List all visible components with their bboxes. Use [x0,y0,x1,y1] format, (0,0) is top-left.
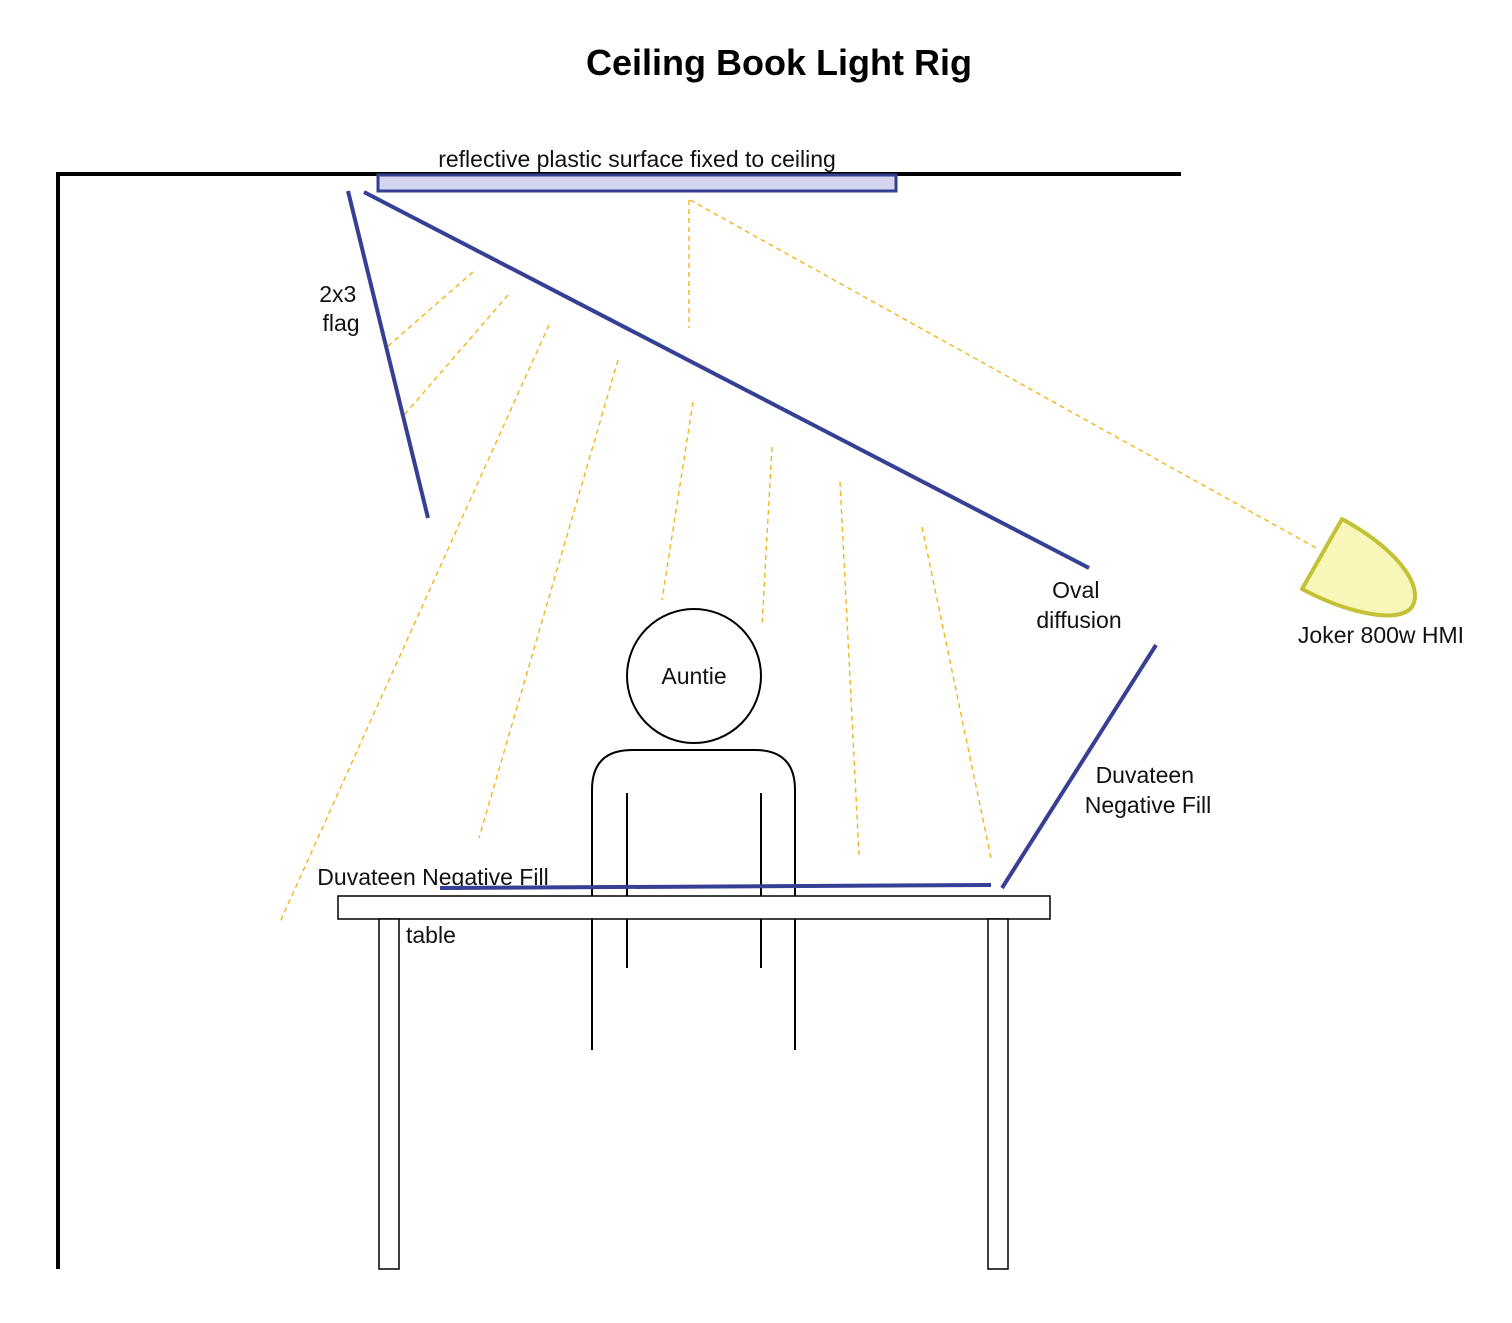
auntie-label: Auntie [661,663,726,689]
joker-lamp-label: Joker 800w HMI [1298,622,1464,648]
flag-label: 2x3 flag [319,281,362,336]
light-ray [279,324,550,923]
light-ray [689,199,1319,550]
reflector-label: reflective plastic surface fixed to ceil… [438,146,836,172]
duvateen-negative-fill-table [439,883,992,890]
light-rays [279,199,1319,923]
auntie-figure: Auntie [591,608,796,1050]
light-ray [761,446,773,626]
oval-diffusion-label-line1: Oval [1052,577,1099,603]
room-outline [56,172,1181,1269]
light-ray [404,294,509,415]
flag-label-line2: flag [322,310,359,336]
light-ray [661,401,694,601]
oval-diffusion-label: Oval diffusion [1036,577,1121,633]
flag [346,190,430,519]
light-ray [839,481,860,856]
duvateen-right-label-line2: Negative Fill [1085,792,1212,818]
duvateen-right-label-line1: Duvateen [1096,762,1194,788]
reflector-panel [376,173,898,193]
light-ray [921,526,992,859]
duvateen-negative-fill-right [1000,643,1158,890]
duvateen-right-label: Duvateen Negative Fill [1085,762,1212,818]
oval-diffusion-label-line2: diffusion [1036,607,1121,633]
auntie-head [626,608,762,744]
light-ray [478,359,619,839]
diagram-title: Ceiling Book Light Rig [586,42,972,83]
table-leg-left [378,918,400,1270]
oval-diffusion [363,190,1090,570]
table-top [337,895,1051,920]
table-label: table [406,922,456,948]
table [337,895,1051,1270]
auntie-torso [591,749,796,1050]
flag-label-line1: 2x3 [319,281,356,307]
table-leg-right [987,918,1009,1270]
light-ray [386,271,474,348]
joker-lamp-icon [1300,517,1417,618]
